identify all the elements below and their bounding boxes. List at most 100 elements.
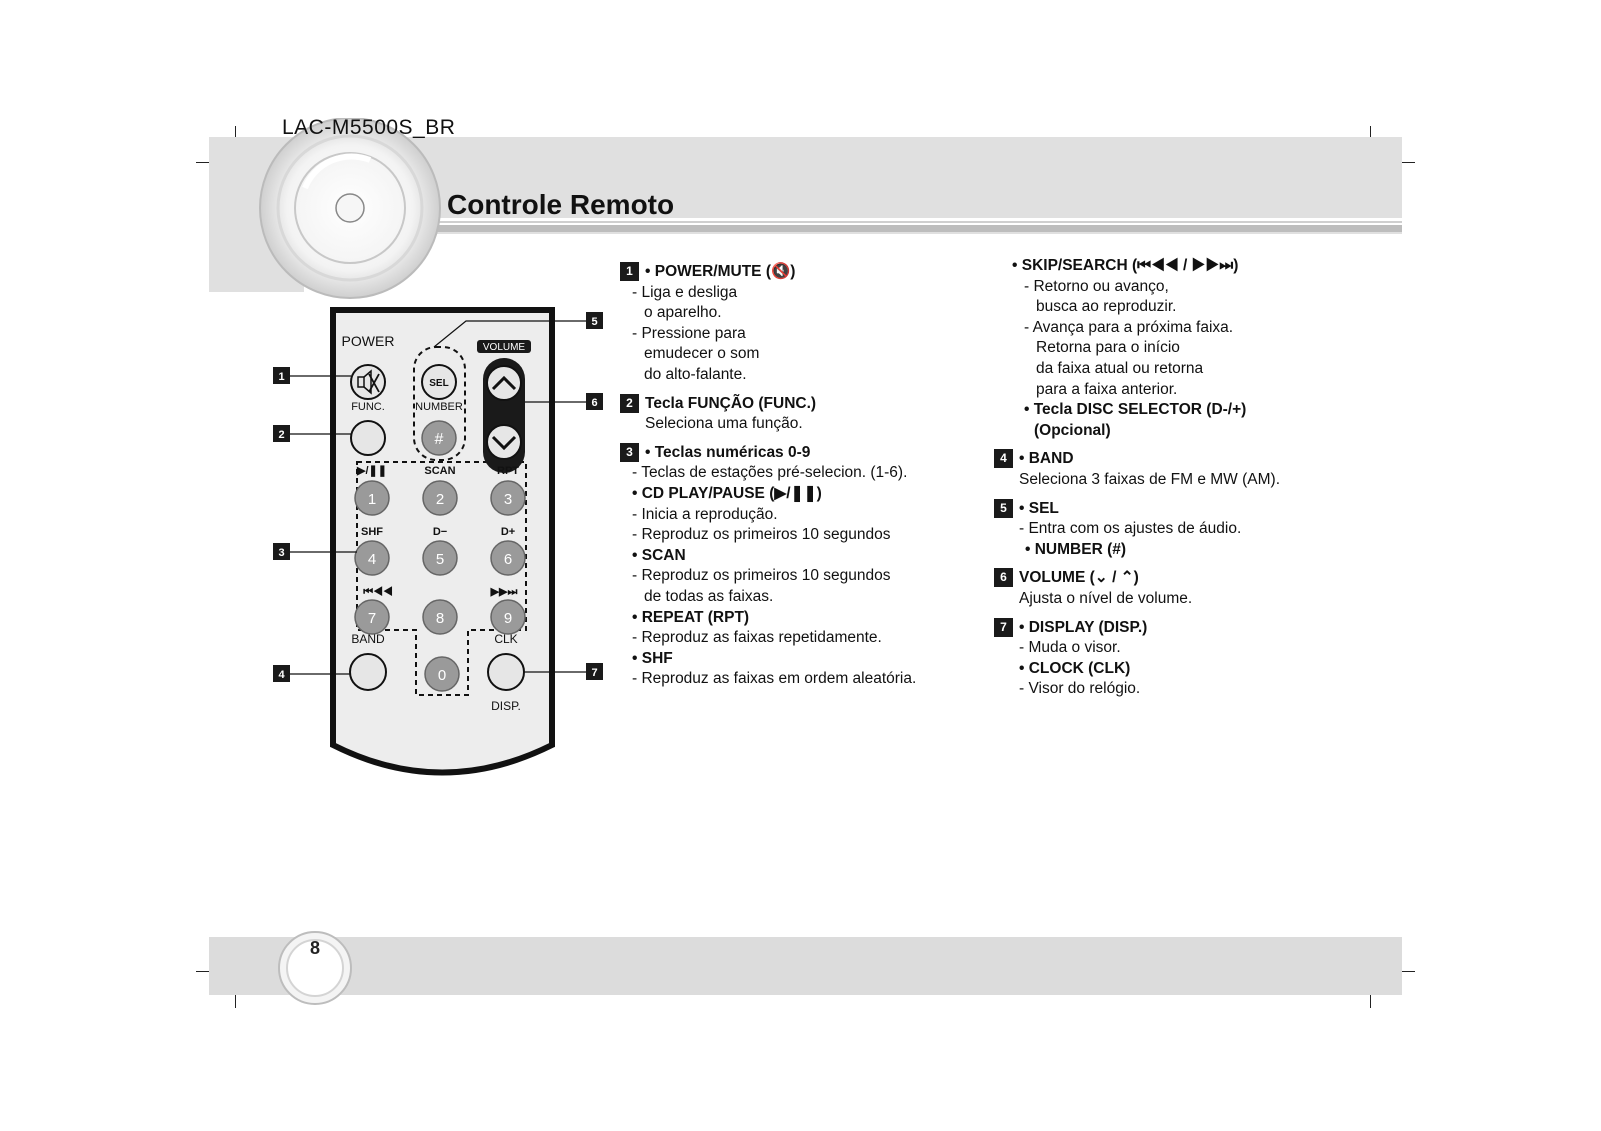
shf-label: SHF bbox=[361, 526, 383, 538]
text-line: - Muda o visor. bbox=[1019, 639, 1121, 657]
digit-label: 8 bbox=[436, 610, 444, 627]
digit-label: 1 bbox=[368, 491, 376, 508]
page-number: 8 bbox=[310, 938, 321, 958]
text-line: - Reproduz os primeiros 10 segundos bbox=[632, 567, 891, 585]
disc-graphic bbox=[259, 118, 441, 299]
text-line: Retorna para o início bbox=[1036, 339, 1180, 357]
disp-label: DISP. bbox=[491, 699, 521, 713]
hash-label: # bbox=[435, 431, 444, 448]
footer-band bbox=[209, 937, 1402, 995]
section-number: 7 bbox=[994, 617, 1013, 637]
next-label: ▶▶⏭ bbox=[490, 586, 518, 598]
text-line: - Reproduz as faixas repetidamente. bbox=[632, 629, 882, 647]
clk-label: CLK bbox=[494, 632, 517, 646]
text-line: - Pressione para bbox=[632, 324, 746, 342]
callout-label: 5 bbox=[591, 316, 597, 328]
section-number: 4 bbox=[994, 449, 1013, 469]
skip-search-title: • SKIP/SEARCH (⏮◀◀ / ▶▶⏭) bbox=[1012, 257, 1239, 274]
text-line: • SCAN bbox=[632, 546, 686, 564]
callout-label: 6 bbox=[591, 397, 597, 409]
section-7-title: 7• DISPLAY (DISP.) bbox=[994, 617, 1280, 639]
digit-button-1: 1 bbox=[354, 480, 390, 516]
digit-label: 7 bbox=[368, 610, 376, 627]
text-line: - Visor do relógio. bbox=[1019, 680, 1141, 698]
section-number: 2 bbox=[620, 393, 639, 413]
digit-label: 4 bbox=[368, 551, 376, 568]
text-line: - Reproduz as faixas em ordem aleatória. bbox=[632, 670, 917, 688]
callout-5: 5 bbox=[586, 312, 603, 329]
digit-label: 0 bbox=[438, 667, 446, 684]
callout-label: 4 bbox=[278, 669, 285, 681]
text-line: Ajusta o nível de volume. bbox=[1019, 589, 1193, 607]
d-plus-label: D+ bbox=[501, 526, 515, 538]
description-column-1: 1• POWER/MUTE (🔇) - Liga e desliga o apa… bbox=[620, 262, 916, 690]
digit-button-6: 6 bbox=[490, 540, 526, 576]
callout-1: 1 bbox=[273, 367, 290, 384]
digit-button-2: 2 bbox=[422, 480, 458, 516]
text-line: • NUMBER (#) bbox=[1025, 540, 1127, 558]
callout-label: 3 bbox=[278, 547, 284, 559]
text-line: - Reproduz os primeiros 10 segundos bbox=[632, 526, 891, 544]
digit-button-5: 5 bbox=[422, 540, 458, 576]
sel-label: SEL bbox=[429, 378, 448, 389]
digit-button-0: 0 bbox=[424, 656, 460, 692]
scan-label: SCAN bbox=[424, 465, 455, 477]
volume-down-button bbox=[486, 424, 522, 460]
digit-button-9: 9 bbox=[490, 599, 526, 635]
digit-button-4: 4 bbox=[354, 540, 390, 576]
callout-4: 4 bbox=[273, 665, 290, 682]
digit-label: 5 bbox=[436, 551, 444, 568]
description-column-2: • SKIP/SEARCH (⏮◀◀ / ▶▶⏭) - Retorno ou a… bbox=[994, 256, 1280, 700]
text-line: • REPEAT (RPT) bbox=[632, 608, 750, 626]
text-line: - Inicia a reprodução. bbox=[632, 505, 778, 523]
text-line: busca ao reproduzir. bbox=[1036, 298, 1177, 316]
text-line: da faixa atual ou retorna bbox=[1036, 359, 1204, 377]
volume-label: VOLUME bbox=[483, 342, 526, 353]
text-line: do alto-falante. bbox=[644, 365, 747, 383]
band-button bbox=[349, 653, 387, 691]
band-label: BAND bbox=[351, 632, 385, 646]
callout-label: 7 bbox=[591, 667, 597, 679]
number-label: NUMBER bbox=[415, 401, 463, 413]
chevron-down-icon bbox=[491, 435, 517, 451]
callout-6: 6 bbox=[586, 393, 603, 410]
disc-selector-title: • Tecla DISC SELECTOR (D-/+) bbox=[1024, 401, 1247, 419]
section-number: 5 bbox=[994, 498, 1013, 518]
power-label: POWER bbox=[342, 333, 395, 349]
text-line: (Opcional) bbox=[1034, 421, 1111, 439]
callout-3: 3 bbox=[273, 543, 290, 560]
play-pause-label: ▶/❚❚ bbox=[356, 465, 387, 477]
digit-label: 9 bbox=[504, 610, 512, 627]
callout-7: 7 bbox=[586, 663, 603, 680]
digit-label: 6 bbox=[504, 551, 512, 568]
chevron-up-icon bbox=[491, 375, 517, 391]
text-line: - Liga e desliga bbox=[632, 283, 738, 301]
func-button bbox=[350, 420, 386, 456]
sel-button bbox=[421, 364, 457, 400]
text-line: • CLOCK (CLK) bbox=[1019, 659, 1131, 677]
callout-label: 1 bbox=[278, 371, 284, 383]
text-line: o aparelho. bbox=[644, 304, 722, 322]
mute-icon bbox=[357, 369, 380, 395]
sel-number-group bbox=[413, 346, 466, 461]
section-3-title: 3• Teclas numéricas 0-9 bbox=[620, 442, 916, 464]
text-line: - Retorno ou avanço, bbox=[1024, 277, 1169, 295]
prev-label: ⏮◀◀ bbox=[363, 586, 393, 598]
power-mute-button bbox=[350, 364, 386, 400]
section-1-title: 1• POWER/MUTE (🔇) bbox=[620, 262, 916, 283]
page-title: Controle Remoto bbox=[447, 189, 675, 220]
digit-button-3: 3 bbox=[490, 480, 526, 516]
section-4-title: 4• BAND bbox=[994, 449, 1280, 470]
d-minus-label: D− bbox=[433, 526, 447, 538]
text-line: emudecer o som bbox=[644, 345, 760, 363]
digit-label: 3 bbox=[504, 491, 512, 508]
func-label: FUNC. bbox=[351, 401, 385, 413]
callout-label: 2 bbox=[278, 429, 284, 441]
digit-label: 2 bbox=[436, 491, 444, 508]
section-5-title: 5• SEL bbox=[994, 498, 1280, 520]
callout-2: 2 bbox=[273, 425, 290, 442]
page-badge bbox=[278, 931, 352, 1005]
text-line: para a faixa anterior. bbox=[1036, 380, 1178, 398]
section-number: 6 bbox=[994, 568, 1013, 588]
